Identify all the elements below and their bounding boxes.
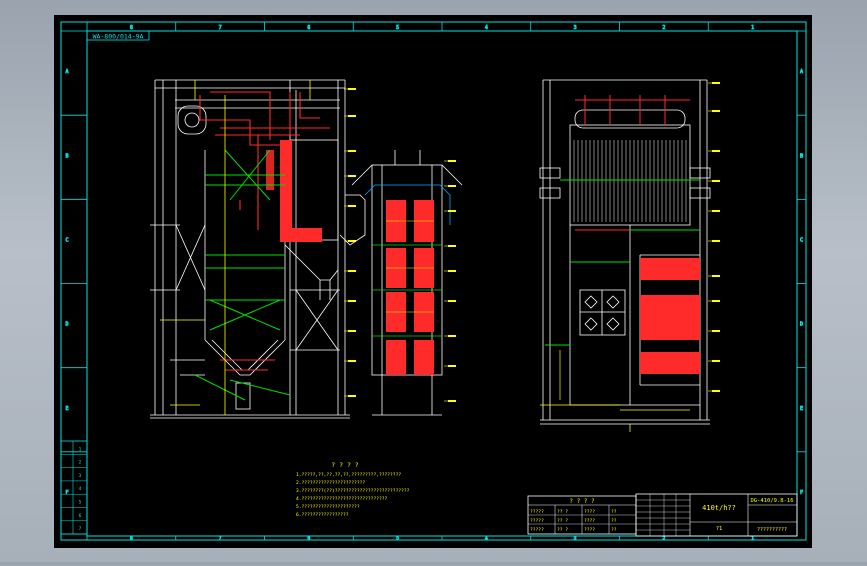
air-preheater-tower [339, 150, 463, 416]
grid-row-label: F [65, 490, 68, 496]
title-block-name: 410t/h?? [702, 504, 736, 512]
grid-col-label: 7 [219, 25, 222, 31]
note-line: 5.????????????????????? [296, 504, 360, 510]
grid-row-label: F [800, 490, 803, 496]
parts-table-heading: ? ? ? ? [569, 498, 595, 505]
grid-row-label: A [65, 69, 68, 75]
parts-table-cell: ???? [584, 527, 595, 533]
grid-col-label: 3 [574, 25, 577, 31]
revision-row: 4 [79, 486, 82, 492]
outer-border [60, 21, 807, 541]
revision-row: 3 [79, 473, 82, 479]
parts-table-cell: ?? ? [557, 509, 568, 515]
technical-notes: ? ? ? ? 1.?????,??,??,??,??,?????????,??… [296, 461, 410, 518]
grid-col-label: 8 [130, 536, 133, 542]
grid-col-label: 6 [307, 25, 310, 31]
revision-row: 5 [79, 500, 82, 506]
parts-table-cell: ?? [611, 527, 617, 533]
grid-row-label: C [800, 237, 803, 243]
grid-col-label: 5 [396, 536, 399, 542]
grid-col-label: 4 [485, 536, 488, 542]
parts-table-cell: ????? [530, 527, 544, 533]
parts-table-cell: ?? [611, 518, 617, 524]
note-line: 2.??????????????????????? [296, 480, 365, 486]
grid-col-label: 1 [751, 25, 754, 31]
grid-row-label: D [800, 322, 803, 328]
rotated-title-tag: WA-800/014-9A [86, 30, 150, 41]
front-elevation [539, 79, 720, 432]
drawing-number: DG-410/9.8-16 [750, 498, 793, 504]
title-block-caption: ?????????? [757, 527, 787, 533]
parts-table-cell: ???? [584, 518, 595, 524]
grid-col-label: 2 [662, 25, 665, 31]
note-line: 4.??????????????????????????????? [296, 496, 388, 502]
note-line: 6.????????????????? [296, 512, 349, 518]
grid-col-label: 6 [308, 536, 311, 542]
parts-table-cell: ????? [530, 518, 544, 524]
rotated-title-text: WA-800/014-9A [93, 33, 144, 41]
grid-row-label: C [65, 237, 68, 243]
grid-row-label: B [65, 153, 68, 159]
grid-col-label: 3 [574, 536, 577, 542]
grid-row-label: E [800, 406, 803, 412]
revision-row: 1 [79, 446, 82, 452]
parts-table-cell: ?? ? [557, 527, 568, 533]
parts-table-cell: ?? [611, 509, 617, 515]
grid-marks-side: A A B B C C D D E E F F [61, 30, 806, 496]
grid-col-label: 1 [751, 536, 754, 542]
note-line: 1.?????,??,??,??,??,?????????,???????? [296, 472, 401, 478]
revision-row: 7 [79, 526, 82, 532]
grid-marks-top: 8 8 7 7 6 6 5 5 4 4 3 3 2 2 1 1 [86, 22, 755, 542]
grid-col-label: 5 [396, 25, 399, 31]
grid-col-label: 7 [219, 536, 222, 542]
title-block-sub: ?1 [716, 526, 723, 532]
parts-table: ? ? ? ? ??????? ?????????????? ?????????… [527, 495, 637, 535]
parts-table-cell: ???? [584, 509, 595, 515]
grid-row-label: B [800, 153, 803, 159]
revision-row: 2 [79, 460, 82, 466]
revision-row: 6 [79, 513, 82, 519]
notes-heading: ? ? ? ? [331, 461, 358, 469]
grid-col-label: 8 [130, 25, 133, 31]
note-line: 3.????????(??)??????????????????????????… [296, 488, 410, 494]
grid-row-label: D [65, 322, 68, 328]
parts-table-cell: ?? ? [557, 518, 568, 524]
grid-col-label: 2 [663, 536, 666, 542]
grid-row-label: A [800, 69, 803, 75]
grid-row-label: E [65, 406, 68, 412]
title-block: 410t/h?? ?1 DG-410/9.8-16 ?????????? [635, 493, 798, 537]
parts-table-cell: ????? [530, 509, 544, 515]
revision-table: 1 2 3 4 5 6 7 [60, 440, 88, 535]
grid-col-label: 4 [485, 25, 488, 31]
